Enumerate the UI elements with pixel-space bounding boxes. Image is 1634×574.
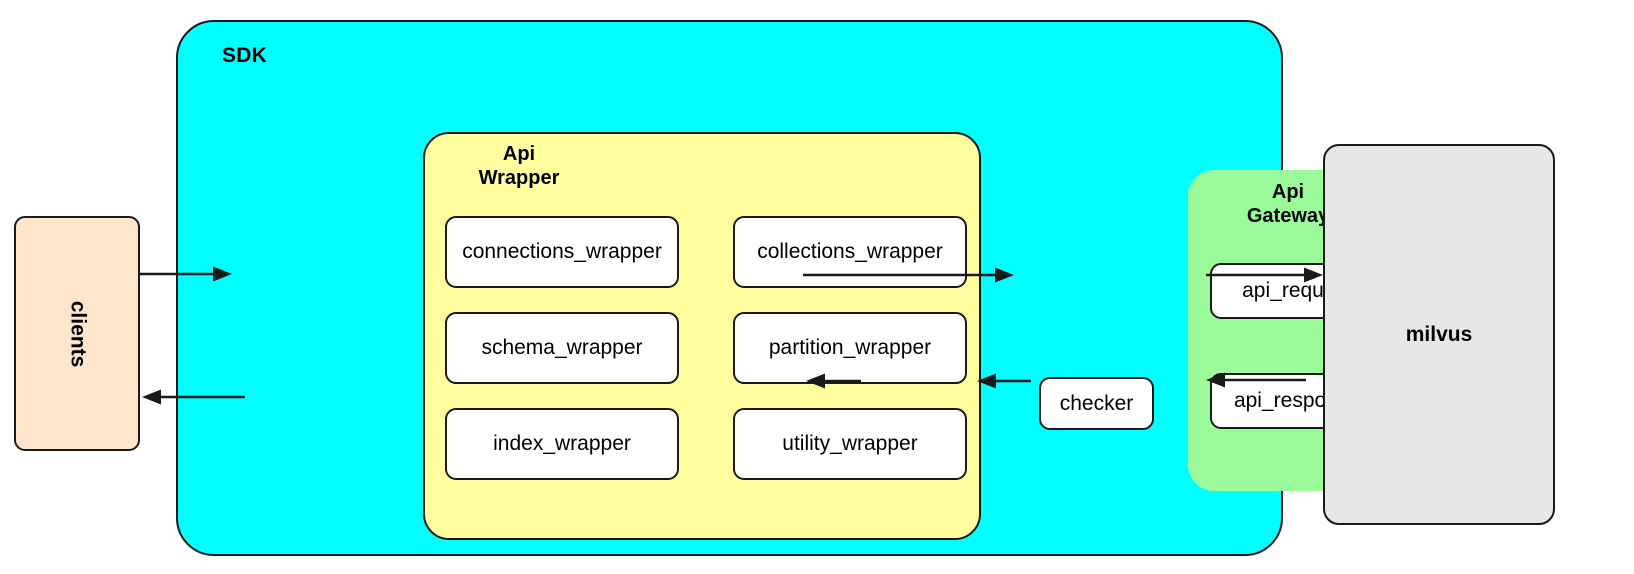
module-collections-wrapper[interactable]: collections_wrapper <box>733 216 967 288</box>
module-label: connections_wrapper <box>462 240 662 263</box>
clients-node[interactable]: clients <box>14 216 140 451</box>
module-partition-wrapper[interactable]: partition_wrapper <box>733 312 967 384</box>
checker-node[interactable]: checker <box>1039 377 1154 430</box>
module-label: schema_wrapper <box>481 336 643 359</box>
module-schema-wrapper[interactable]: schema_wrapper <box>445 312 679 384</box>
api-gateway-label: Api Gateway <box>1198 180 1378 229</box>
module-index-wrapper[interactable]: index_wrapper <box>445 408 679 480</box>
module-label: collections_wrapper <box>757 240 943 263</box>
module-connections-wrapper[interactable]: connections_wrapper <box>445 216 679 288</box>
module-label: index_wrapper <box>493 432 631 455</box>
api-wrapper-label: Api Wrapper <box>439 142 599 191</box>
sdk-label: SDK <box>222 44 267 67</box>
api-wrapper-container[interactable]: Api Wrapper connections_wrapper collecti… <box>423 132 981 540</box>
module-label: partition_wrapper <box>768 336 932 359</box>
module-utility-wrapper[interactable]: utility_wrapper <box>733 408 967 480</box>
clients-label: clients <box>66 300 89 367</box>
api-wrapper-label-line-1: Api <box>502 143 536 165</box>
milvus-node[interactable]: milvus <box>1323 144 1555 525</box>
sdk-container[interactable]: SDK Api Wrapper connections_wrapper coll… <box>176 20 1415 556</box>
module-label: utility_wrapper <box>782 432 918 455</box>
checker-label: checker <box>1059 391 1134 415</box>
api-wrapper-label-line-2: Wrapper <box>478 167 560 190</box>
api-gateway-label-line-1: Api <box>1271 181 1305 203</box>
milvus-label: milvus <box>1405 322 1473 346</box>
api-gateway-label-line-2: Gateway <box>1246 205 1330 228</box>
